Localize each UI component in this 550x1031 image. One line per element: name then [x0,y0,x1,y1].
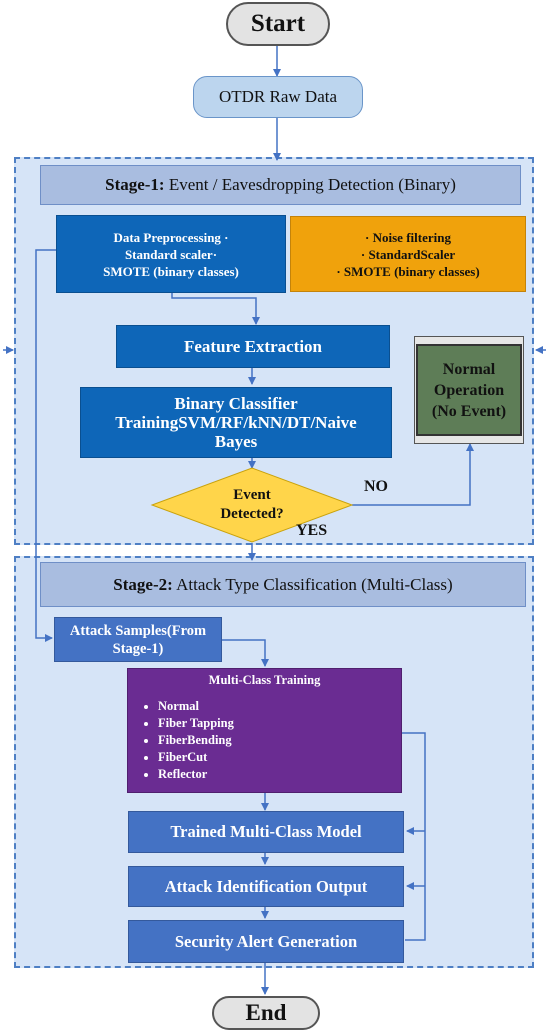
normal-operation-box: Normal Operation (No Event) [416,344,522,436]
class-item: Fiber Tapping [158,715,401,732]
arrow-preprocess-attack [35,249,56,642]
orange-line-1: · Noise filtering [365,229,451,245]
decision-label: Event Detected? [190,483,314,527]
binary-line-1: Binary Classifier [174,394,298,413]
multiclass-title: Multi-Class Training [208,673,321,687]
stage1-title-text: Event / Eavesdropping Detection (Binary) [164,175,456,194]
binary-line-2: TrainingSVM/RF/kNN/DT/Naive [115,413,357,432]
decision-line-1: Event [233,487,271,503]
start-terminator: Start [226,2,330,46]
yes-label: YES [296,522,328,539]
arrow-preprocess-feature [171,293,260,325]
preprocessing-box: Data Preprocessing · Standard scaler· SM… [56,215,286,293]
decision-diamond [150,467,354,543]
stage2-title: Stage-2: Attack Type Classification (Mul… [40,562,526,607]
orange-line-3: · SMOTE (binary classes) [336,263,480,279]
stage2-title-text: Attack Type Classification (Multi-Class) [172,574,453,594]
arrow-decision-normal [352,443,474,506]
trained-model-box: Trained Multi-Class Model [128,811,404,853]
no-label: NO [364,478,388,495]
feature-extraction-box: Feature Extraction [116,325,390,368]
stage1-title-label: Stage-1: [105,175,165,194]
attack-line-2: Stage-1) [112,640,164,657]
attack-line-1: Attack Samples(From [69,622,207,639]
end-terminator: End [212,996,320,1030]
class-item: Reflector [158,766,401,783]
normal-op-line-1: Normal [442,360,496,378]
stage1-title: Stage-1: Event / Eavesdropping Detection… [40,165,521,205]
class-item: FiberCut [158,749,401,766]
preprocess-line-2: Standard scaler· [124,246,218,262]
stage2-title-label: Stage-2: [113,574,173,594]
normal-op-line-2: Operation [433,381,505,399]
preprocess-line-3: SMOTE (binary classes) [103,263,239,279]
class-list: Normal Fiber Tapping FiberBending FiberC… [128,698,401,783]
class-item: Normal [158,698,401,715]
identification-output-box: Attack Identification Output [128,866,404,907]
multiclass-training-box: Multi-Class Training Normal Fiber Tappin… [127,668,402,793]
orange-line-2: · StandardScaler [360,246,456,262]
arrow-attack-multiclass [222,639,269,667]
preprocessing-details-box: · Noise filtering · StandardScaler · SMO… [290,216,526,292]
binary-classifier-box: Binary Classifier TrainingSVM/RF/kNN/DT/… [80,387,392,458]
security-alert-box: Security Alert Generation [128,920,404,963]
binary-line-3: Bayes [214,432,258,451]
normal-op-line-3: (No Event) [431,402,507,420]
preprocess-line-1: Data Preprocessing · [113,229,229,245]
decision-line-2: Detected? [220,506,284,522]
otdr-raw-data: OTDR Raw Data [193,76,363,118]
attack-samples-box: Attack Samples(From Stage-1) [54,617,222,662]
feedback-bracket [402,732,426,941]
class-item: FiberBending [158,732,401,749]
